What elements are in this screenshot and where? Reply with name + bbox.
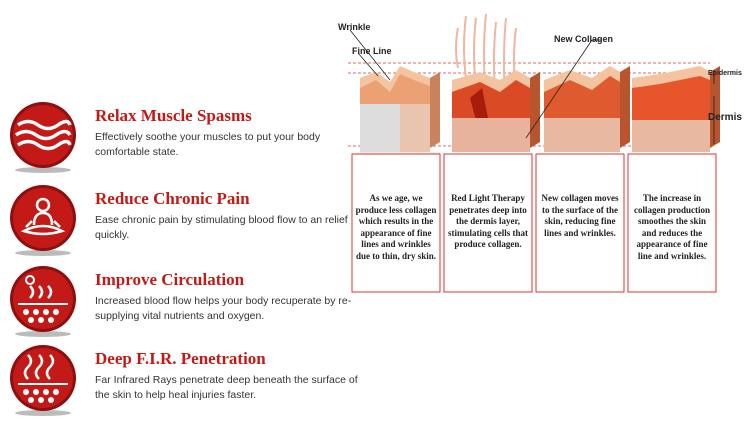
feature-description: Effectively soothe your muscles to put y… — [95, 131, 321, 158]
skin-block-new-collagen — [544, 66, 630, 152]
label-epidermis: Epidermis — [708, 70, 742, 77]
caption-aging: As we age, we produce less collagen whic… — [355, 193, 437, 261]
feature-deep-fir-penetration: Deep F.I.R. Penetration Far Infrared Ray… — [0, 343, 380, 429]
label-dermis: Dermis — [708, 112, 742, 123]
skin-block-red-light — [452, 13, 540, 152]
feature-relax-muscle-spasms: Relax Muscle Spasms Effectively soothe y… — [0, 100, 380, 186]
wave-lines-icon — [6, 100, 80, 174]
feature-description: Far Infrared Rays penetrate deep beneath… — [95, 374, 358, 401]
circulation-arrows-icon — [6, 264, 80, 338]
feature-title: Deep F.I.R. Penetration — [95, 349, 266, 368]
label-fine-line: Fine Line — [352, 46, 392, 56]
skin-block-smooth — [632, 66, 720, 152]
feature-title: Relax Muscle Spasms — [95, 106, 252, 125]
label-wrinkle: Wrinkle — [338, 22, 371, 32]
feature-title: Reduce Chronic Pain — [95, 189, 250, 208]
feature-reduce-chronic-pain: Reduce Chronic Pain Ease chronic pain by… — [0, 183, 380, 269]
feature-description: Ease chronic pain by stimulating blood f… — [95, 214, 348, 241]
feature-description: Increased blood flow helps your body rec… — [95, 295, 352, 322]
skin-block-aged — [360, 66, 440, 156]
meditation-person-icon — [6, 183, 80, 257]
caption-smooth-skin: The increase in collagen production smoo… — [633, 193, 711, 261]
label-new-collagen: New Collagen — [554, 34, 614, 44]
feature-title: Improve Circulation — [95, 270, 245, 289]
skin-collagen-diagram: Wrinkle Fine Line New Collagen Epidermis… — [330, 8, 744, 308]
feature-improve-circulation: Improve Circulation Increased blood flow… — [0, 264, 380, 350]
caption-new-collagen: New collagen moves to the surface of the… — [541, 193, 619, 238]
heat-waves-icon — [6, 343, 80, 417]
caption-red-light: Red Light Therapy penetrates deep into t… — [448, 193, 528, 249]
